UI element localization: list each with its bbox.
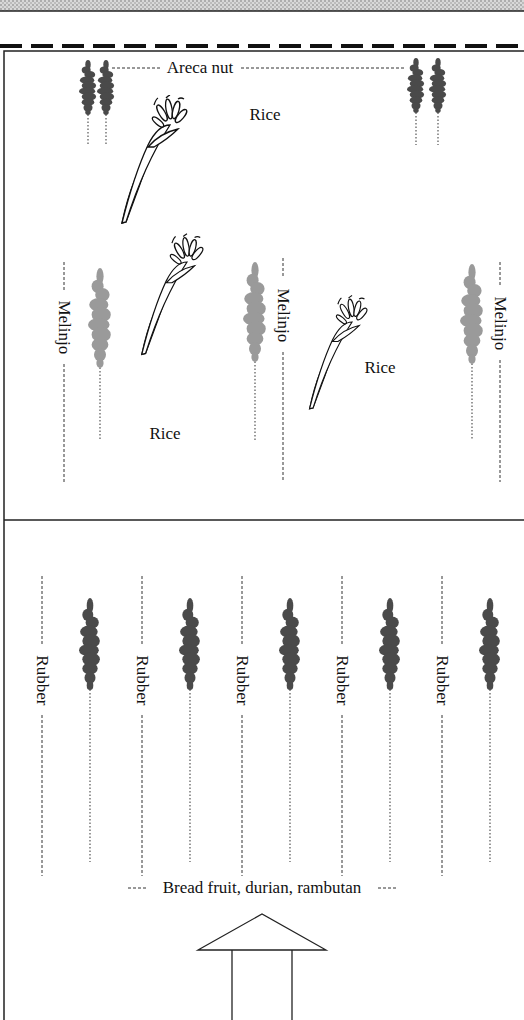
tree-trunk: [471, 360, 472, 440]
row-line: [442, 576, 443, 645]
tree-crown: [79, 60, 96, 115]
melinjo-label: Melinjo: [55, 300, 74, 354]
tree-crown: [379, 598, 400, 690]
rubber-row-lines: [42, 576, 442, 876]
tree-crown: [460, 264, 483, 364]
tree-crown: [279, 598, 300, 690]
rice-label: Rice: [364, 359, 395, 378]
tree-trunk: [87, 111, 88, 145]
melinjo-label: Melinjo: [491, 296, 510, 350]
rubber-label: Rubber: [333, 655, 352, 705]
row-line: [142, 715, 143, 876]
tree-trunk: [289, 686, 290, 862]
tree-crown: [243, 262, 266, 362]
tree-crown: [179, 598, 200, 690]
plot-divider: [4, 519, 524, 521]
tree-trunk: [189, 686, 190, 862]
band-edge: [0, 10, 524, 12]
tree-crown: [407, 58, 424, 113]
tree-crown: [79, 598, 100, 690]
tree-crown: [479, 598, 500, 690]
rubber-label: Rubber: [433, 655, 452, 705]
rice-plant: [310, 295, 369, 408]
row-line: [142, 576, 143, 645]
row-lines: [64, 68, 500, 888]
row-line: [42, 576, 43, 645]
row-line: [342, 715, 343, 876]
rice-plant: [142, 234, 205, 355]
house: [198, 914, 326, 1020]
tree-trunk: [389, 686, 390, 862]
tree-trunk: [89, 686, 90, 862]
fruit-tree-label: Bread fruit, durian, rambutan: [163, 879, 362, 898]
tree-trunk: [489, 686, 490, 862]
rice-label: Rice: [149, 425, 180, 444]
hatched-band: [0, 0, 524, 11]
tree-trunk: [437, 109, 438, 145]
row-line: [442, 715, 443, 876]
rubber-label: Rubber: [33, 655, 52, 705]
rice-label: Rice: [249, 106, 280, 125]
rubber-label: Rubber: [233, 655, 252, 705]
melinjo-label: Melinjo: [274, 288, 293, 342]
row-line: [242, 576, 243, 645]
tree-crown: [429, 58, 446, 113]
tree-trunk: [254, 358, 255, 440]
tree-trunk: [415, 109, 416, 145]
row-line: [342, 576, 343, 645]
row-line: [242, 715, 243, 876]
tree-crown: [97, 60, 114, 115]
tree-crown: [88, 268, 111, 368]
row-line: [42, 715, 43, 876]
tree-trunk: [105, 111, 106, 145]
trees: [79, 58, 500, 862]
field-border: [4, 51, 524, 1020]
dashed-boundary: [0, 44, 524, 48]
tree-trunk: [99, 364, 100, 440]
areca-label: Areca nut: [167, 59, 234, 78]
rubber-label: Rubber: [133, 655, 152, 705]
rice-plant: [122, 95, 188, 223]
